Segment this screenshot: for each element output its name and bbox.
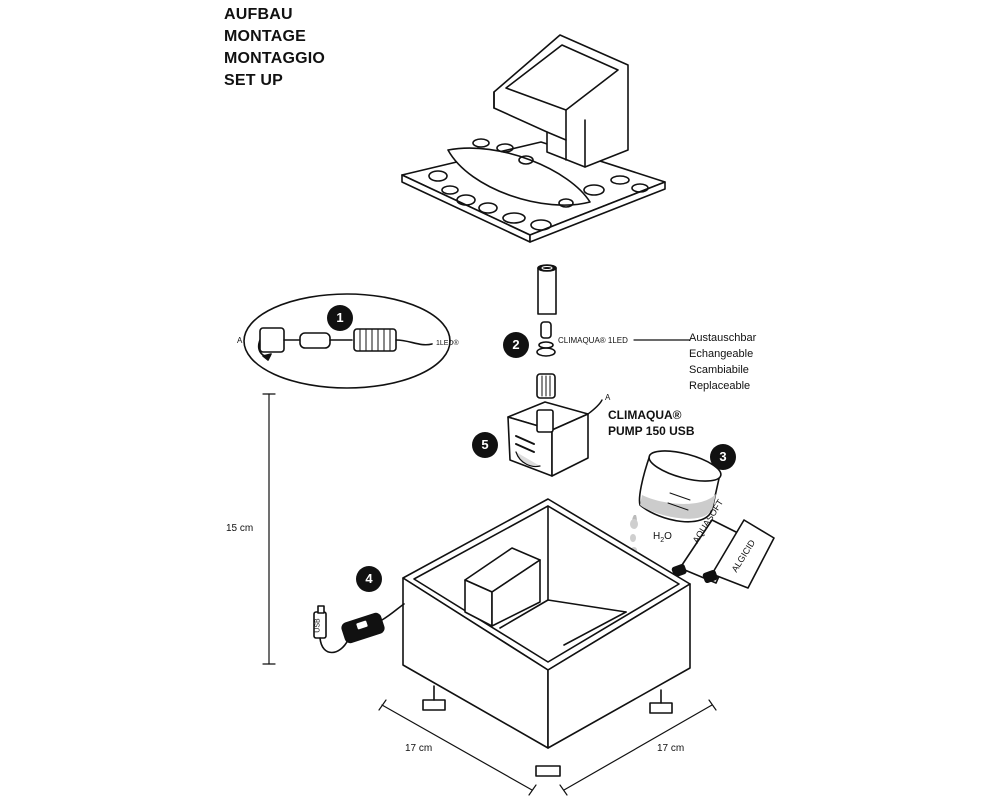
title-aufbau: AUFBAU [224,6,293,23]
width-dimension-label: 17 cm [405,743,433,754]
height-dimension-line [262,393,276,665]
usb-cable [313,603,405,654]
usb-label: USB [314,618,322,633]
replaceable-de: Austauschbar [689,332,757,344]
title-montage: MONTAGE [224,28,306,45]
pump-label-line2: PUMP 150 USB [608,424,695,438]
depth-dimension-label: 17 cm [657,743,685,754]
led-product-label: CLIMAQUA® 1LED [558,336,628,345]
pump-marker-a: A [605,393,611,402]
pump-label-line1: CLIMAQUA® [608,408,682,422]
title-montaggio: MONTAGGIO [224,50,326,67]
replaceable-en: Replaceable [689,380,751,392]
water-cup [630,450,722,553]
led-unit [536,321,691,357]
detail-led-label: 1LED® [436,340,459,347]
led-tube [537,264,557,315]
pump-unit [507,373,603,477]
callout-5: 5 [472,432,498,458]
spout-tower [493,34,629,168]
base-dimension-lines [378,699,717,796]
title-set-up: SET UP [224,72,283,89]
bottle-algicid [702,519,775,589]
height-dimension-label: 15 cm [226,523,254,534]
replaceable-fr: Echangeable [689,348,754,360]
callout-1: 1 [327,305,353,331]
replaceable-it: Scambiabile [689,364,749,376]
callout-4: 4 [356,566,382,592]
detail-marker-a: A [237,336,243,345]
connector-detail [243,293,451,389]
lid-plate [401,138,666,243]
callout-2: 2 [503,332,529,358]
basin [402,498,691,777]
h2o-label: H2O [653,531,672,544]
callout-3: 3 [710,444,736,470]
